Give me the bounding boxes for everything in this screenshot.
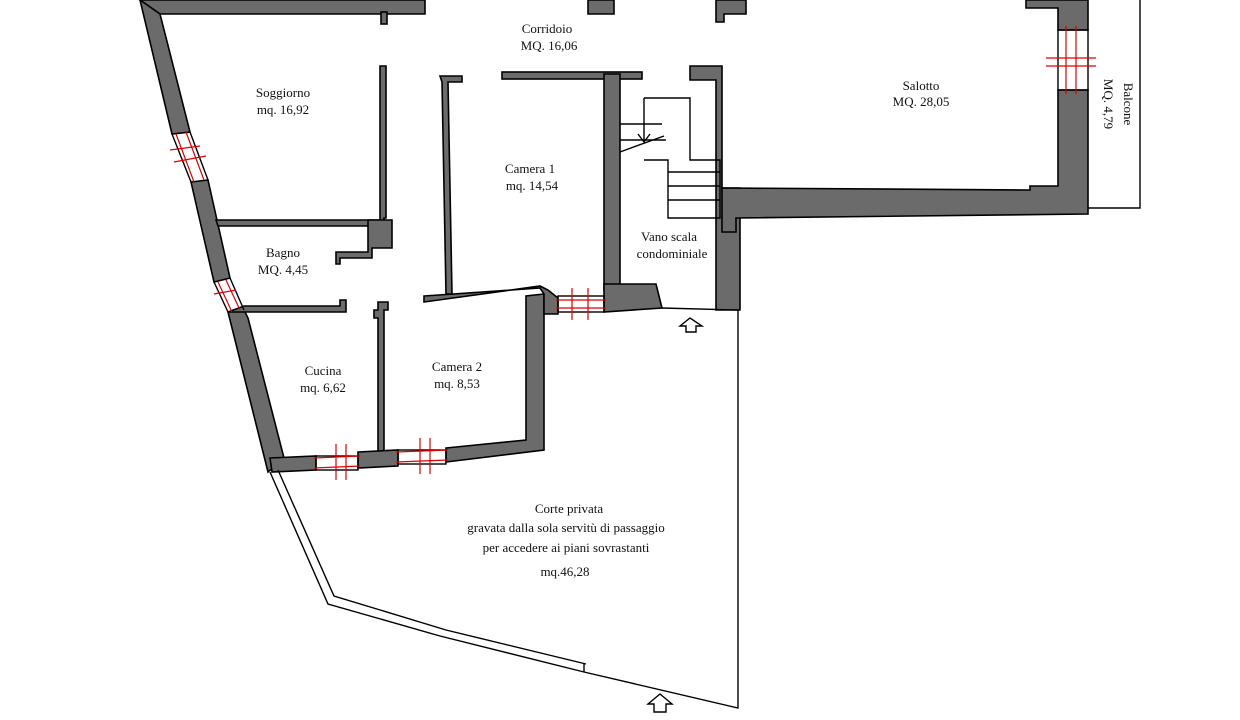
balcone-outline [1088, 0, 1141, 209]
wall-left-2 [190, 179, 231, 283]
cucina-area: mq. 6,62 [300, 380, 346, 395]
camera2-name: Camera 2 [432, 359, 482, 374]
wall-top-stub-1 [380, 11, 388, 25]
window-camera2 [395, 438, 449, 474]
salotto-name: Salotto [903, 78, 940, 93]
bagno-area: MQ. 4,45 [258, 262, 308, 277]
corte-area: mq.46,28 [540, 564, 589, 579]
soggiorno-area: mq. 16,92 [257, 102, 309, 117]
vano-scala-line2: condominiale [637, 246, 708, 261]
windows [169, 26, 1096, 480]
vano-scala-line1: Vano scala [641, 229, 697, 244]
corte-line3: per accedere ai piani sovrastanti [483, 540, 650, 555]
entrance-arrow-icon [678, 317, 705, 333]
window-camera1 [556, 288, 606, 320]
corte-line1: Corte privata [535, 501, 603, 516]
walls [138, 0, 1089, 474]
wall-vano-right [689, 65, 741, 311]
corridoio-name: Corridoio [522, 21, 573, 36]
room-labels: Corridoio MQ. 16,06 Soggiorno mq. 16,92 … [256, 21, 1136, 579]
wall-left-1 [139, 0, 192, 135]
window-cucina [313, 444, 361, 480]
stairs [619, 97, 721, 219]
cucina-name: Cucina [305, 363, 342, 378]
wall-cucina-partition [373, 301, 389, 453]
salotto-area: MQ. 28,05 [893, 94, 950, 109]
window-soggiorno [169, 131, 209, 183]
corridoio-area: MQ. 16,06 [521, 38, 578, 53]
wall-top-stub-3 [715, 0, 747, 23]
camera2-area: mq. 8,53 [434, 376, 480, 391]
wall-camera1-top [501, 71, 643, 80]
window-salotto [1046, 26, 1096, 94]
wall-left-3 [227, 309, 285, 474]
soggiorno-name: Soggiorno [256, 85, 310, 100]
bagno-name: Bagno [266, 245, 300, 260]
window-bagno [213, 277, 245, 313]
courtyard-outline [269, 307, 739, 709]
entrance-arrow-icon [646, 693, 674, 713]
wall-bottom-1 [269, 455, 317, 473]
balcone-name: Balcone [1121, 83, 1136, 126]
camera1-name: Camera 1 [505, 161, 555, 176]
wall-bottom-2 [357, 449, 399, 469]
camera1-area: mq. 14,54 [506, 178, 559, 193]
corte-line2: gravata dalla sola servitù di passaggio [467, 520, 664, 535]
wall-top-stub-2 [587, 0, 615, 15]
wall-cucina-top [227, 299, 347, 313]
wall-camera1-left [438, 75, 463, 295]
wall-bagno-right [335, 219, 393, 265]
wall-top-right [1025, 0, 1089, 31]
wall-vano-bottom [603, 283, 664, 313]
wall-salotto-bottom [721, 89, 1089, 233]
balcone-area: MQ. 4,79 [1101, 79, 1116, 129]
wall-camera1-right [603, 73, 621, 291]
